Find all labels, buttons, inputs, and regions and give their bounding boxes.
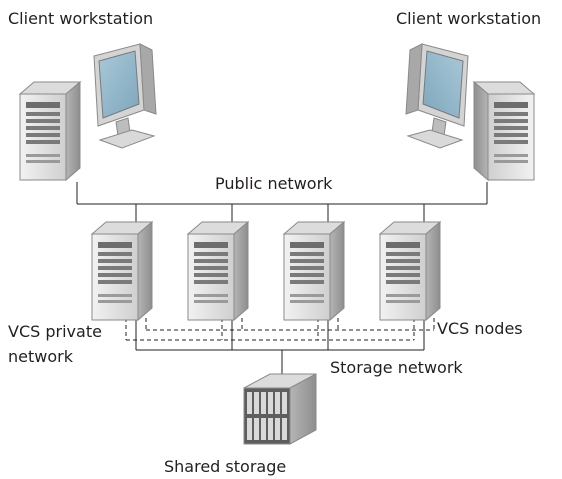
vcs-node-3	[283, 221, 345, 321]
label-public-network: Public network	[215, 174, 333, 193]
client-workstation-icon	[405, 43, 535, 181]
private-network-lines	[125, 318, 435, 341]
label-vcs-private-line1: VCS private	[8, 322, 102, 341]
label-client-left: Client workstation	[8, 9, 153, 28]
storage-network-lines	[135, 318, 425, 378]
label-client-right: Client workstation	[396, 9, 541, 28]
public-network-lines	[76, 182, 488, 230]
shared-storage	[243, 373, 317, 445]
client-workstation-left	[19, 43, 157, 181]
label-storage-network: Storage network	[330, 358, 463, 377]
vcs-node-2	[187, 221, 249, 321]
client-workstation-right	[405, 43, 535, 181]
storage-array-icon	[243, 373, 317, 445]
vcs-node-4	[379, 221, 441, 321]
server-tower-icon	[187, 221, 249, 321]
server-tower-icon	[283, 221, 345, 321]
server-tower-icon	[379, 221, 441, 321]
vcs-node-1	[91, 221, 153, 321]
server-tower-icon	[91, 221, 153, 321]
label-shared-storage: Shared storage	[164, 457, 286, 476]
label-vcs-private-line2: network	[8, 347, 74, 366]
client-workstation-icon	[19, 43, 157, 181]
label-vcs-nodes: VCS nodes	[437, 319, 523, 338]
